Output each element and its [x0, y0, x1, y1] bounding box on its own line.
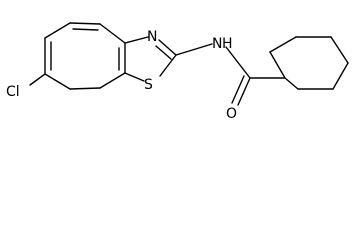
bond-c-cl — [29, 73, 46, 86]
bond — [330, 36, 349, 64]
bond-nh-carbonyl — [225, 46, 251, 79]
double-bond-inner — [155, 45, 172, 60]
atom-nitrogen-amide: N — [212, 36, 222, 52]
double-bond-inner — [72, 28, 99, 31]
bond — [332, 62, 349, 90]
atom-oxygen: O — [226, 106, 237, 122]
bond — [69, 22, 101, 25]
thiazole-ring — [124, 36, 177, 82]
bond — [158, 39, 177, 56]
bond — [99, 72, 126, 89]
atom-chlorine: Cl — [6, 84, 20, 100]
bond — [44, 73, 71, 90]
bond-c-nh — [175, 43, 213, 56]
bond — [284, 77, 299, 90]
cyclohexane-ring — [269, 36, 349, 90]
bond — [69, 87, 101, 90]
bond — [159, 54, 177, 77]
bond — [99, 23, 126, 44]
carbonyl-double-bond — [237, 77, 251, 106]
bond — [124, 36, 149, 44]
atom-sulfur: S — [144, 77, 153, 93]
molecule-structure: N S N H O Cl — [6, 22, 349, 122]
bond — [269, 51, 286, 79]
atom-nitrogen-ring: N — [147, 29, 157, 45]
atom-amide-hydrogen: H — [222, 36, 233, 52]
bond — [124, 72, 145, 82]
carbonyl-double-bond — [231, 75, 245, 104]
bond — [269, 36, 297, 53]
benzene-ring — [44, 22, 126, 90]
bond — [44, 22, 71, 39]
